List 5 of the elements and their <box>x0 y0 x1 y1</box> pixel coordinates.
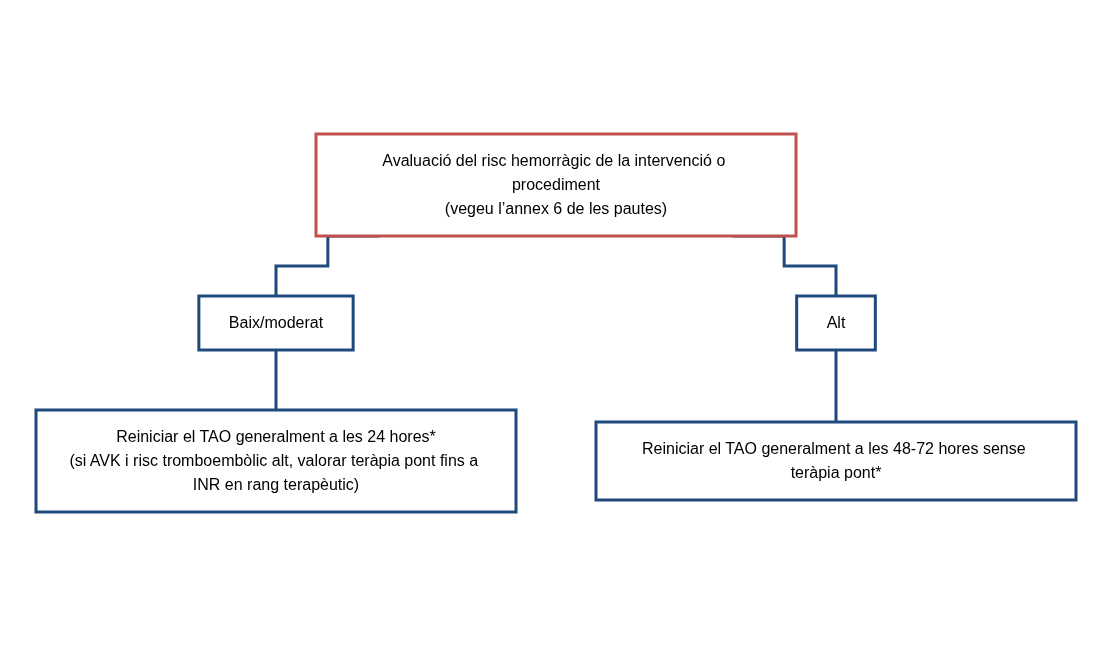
node-box: Alt <box>794 294 877 352</box>
node-box: Reiniciar el TAO generalment a les 24 hores* (si AVK i risc tromboembòlic alt, valorar teràpia pont fins a INR en rang terapèutic) <box>34 408 517 514</box>
node-box: Baix/moderat <box>196 294 355 352</box>
node-box: Avaluació del risc hemorràgic de la intervenció o procediment (vegeu l’annex 6 de les pautes) <box>314 132 797 238</box>
node-box: Reiniciar el TAO generalment a les 48-72 hores sense teràpia pont* <box>594 420 1077 502</box>
